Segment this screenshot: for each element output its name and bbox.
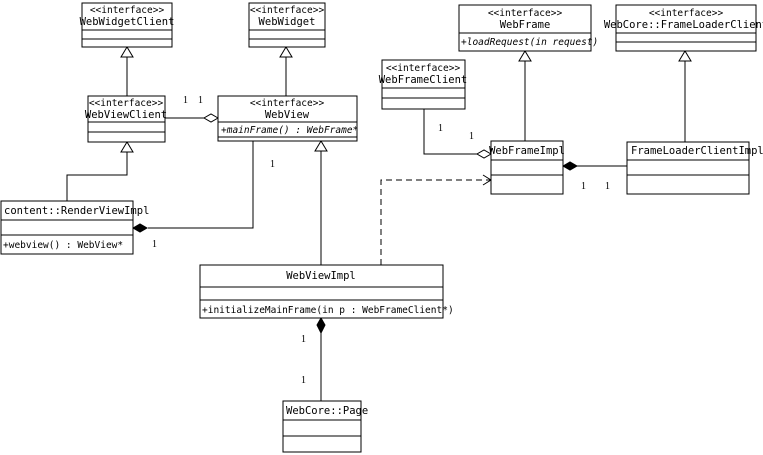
class-webcore-page[interactable]: WebCore::Page <box>282 400 368 453</box>
stereotype-label: <<interface>> <box>89 98 164 109</box>
class-name: WebViewClient <box>85 109 167 121</box>
stereotype-label: <<interface>> <box>488 8 563 19</box>
class-name: content::RenderViewImpl <box>4 205 149 217</box>
multiplicity-label: 1 <box>198 95 203 106</box>
class-name: WebFrameClient <box>379 74 468 86</box>
multiplicity-label: 1 <box>183 95 188 106</box>
class-webframeclient[interactable]: <<interface>> WebFrameClient <box>379 59 468 110</box>
edge-webviewclient-webview-aggregation <box>165 113 220 123</box>
class-webframe[interactable]: <<interface>> WebFrame +loadRequest(in r… <box>458 4 598 52</box>
class-name: WebCore::FrameLoaderClient <box>604 19 763 31</box>
multiplicity-label: 1 <box>581 181 586 192</box>
operation-loadrequest: +loadRequest(in request) <box>461 37 598 48</box>
multiplicity-label: 1 <box>301 334 306 345</box>
edge-webframeclient-webframeimpl-aggregation <box>423 109 493 159</box>
multiplicity-label: 1 <box>152 239 157 250</box>
edge-webframeimpl-frameloaderclientimpl-composition <box>561 161 627 171</box>
multiplicity-label: 1 <box>469 131 474 142</box>
class-webwidget[interactable]: <<interface>> WebWidget <box>248 2 326 48</box>
class-name: WebCore::Page <box>286 405 368 417</box>
class-webviewimpl[interactable]: WebViewImpl +initializeMainFrame(in p : … <box>199 264 454 319</box>
class-name: WebWidgetClient <box>80 16 175 28</box>
multiplicity-label: 1 <box>438 123 443 134</box>
class-name: WebView <box>265 109 310 121</box>
operation-mainframe: +mainFrame() : WebFrame* <box>221 125 358 136</box>
class-name: WebFrame <box>500 19 551 31</box>
class-name: WebFrameImpl <box>489 145 565 157</box>
edge-webframeimpl-to-webframe <box>518 50 532 141</box>
stereotype-label: <<interface>> <box>250 98 325 109</box>
edge-webviewimpl-to-webframeimpl-dependency <box>380 174 492 265</box>
stereotype-label: <<interface>> <box>649 8 724 19</box>
class-webwidgetclient[interactable]: <<interface>> WebWidgetClient <box>80 2 175 48</box>
operation-initializemainframe: +initializeMainFrame(in p : WebFrameClie… <box>202 305 454 316</box>
edge-renderviewimpl-to-webviewclient <box>66 141 134 201</box>
edge-webviewclient-to-webwidgetclient <box>120 46 134 96</box>
edge-renderviewimpl-webview-composition <box>131 141 254 233</box>
class-name: FrameLoaderClientImpl <box>631 145 763 157</box>
class-name: WebViewImpl <box>286 270 356 282</box>
multiplicity-label: 1 <box>605 181 610 192</box>
stereotype-label: <<interface>> <box>386 63 461 74</box>
stereotype-label: <<interface>> <box>90 5 165 16</box>
operation-webview: +webview() : WebView* <box>3 240 123 251</box>
class-frameloaderclient[interactable]: <<interface>> WebCore::FrameLoaderClient <box>604 4 763 52</box>
stereotype-label: <<interface>> <box>250 5 325 16</box>
edge-webviewimpl-to-webview <box>314 140 328 265</box>
edge-webviewimpl-page-composition <box>316 316 326 401</box>
class-renderviewimpl[interactable]: content::RenderViewImpl +webview() : Web… <box>0 200 149 255</box>
multiplicity-label: 1 <box>301 375 306 386</box>
class-name: WebWidget <box>259 16 316 28</box>
class-webview[interactable]: <<interface>> WebView +mainFrame() : Web… <box>217 95 358 142</box>
multiplicity-label: 1 <box>270 159 275 170</box>
edge-webview-to-webwidget <box>279 46 293 96</box>
class-webframeimpl[interactable]: WebFrameImpl <box>489 140 565 195</box>
class-webviewclient[interactable]: <<interface>> WebViewClient <box>85 95 167 143</box>
edge-frameloaderclientimpl-to-frameloaderclient <box>678 50 692 142</box>
class-frameloaderclientimpl[interactable]: FrameLoaderClientImpl <box>626 141 763 195</box>
